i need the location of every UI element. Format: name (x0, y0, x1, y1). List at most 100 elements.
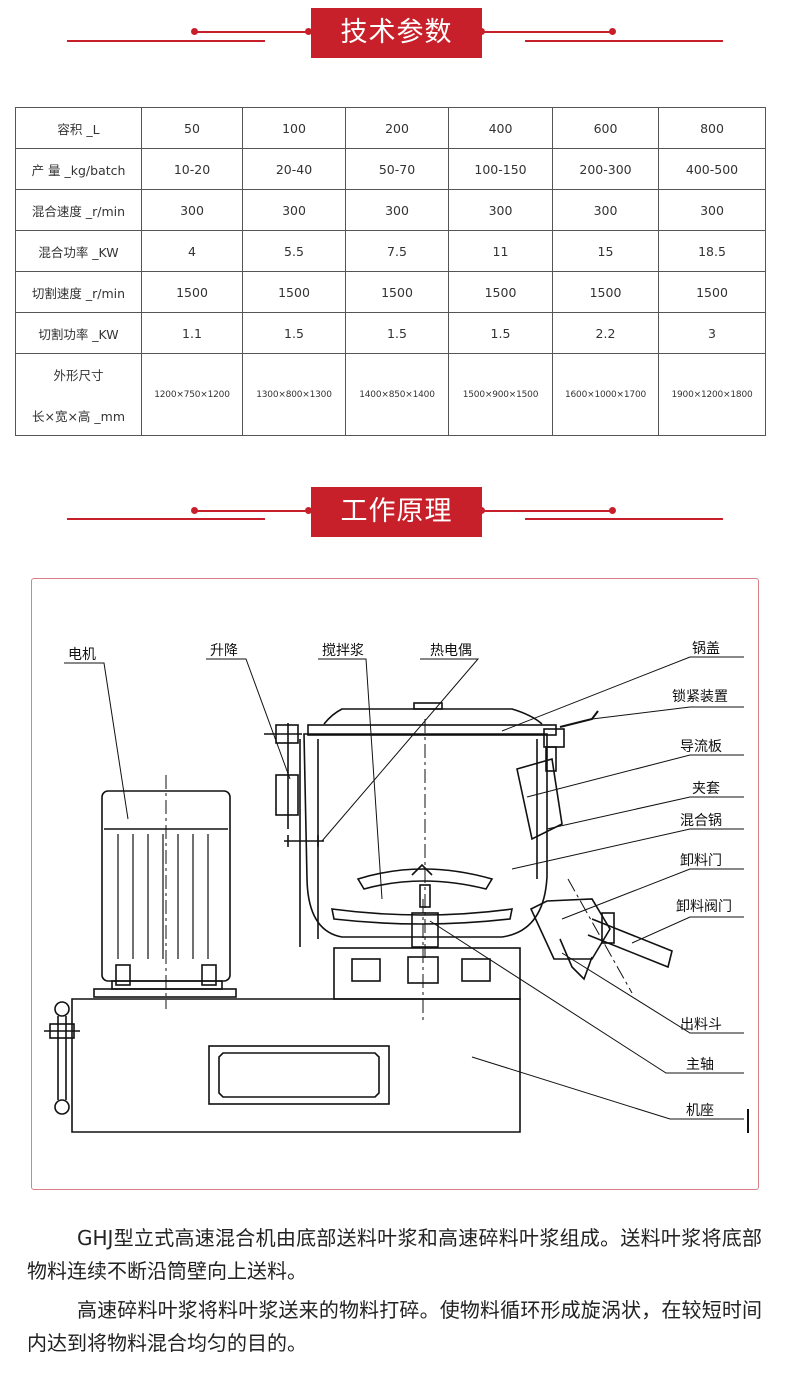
table-cell: 300 (242, 189, 346, 231)
row-label: 切割功率 _KW (15, 312, 142, 354)
table-row: 切割功率 _KW 1.1 1.5 1.5 1.5 2.2 3 (15, 312, 766, 354)
table-cell: 1500 (345, 271, 449, 313)
label-main-shaft: 主轴 (686, 1057, 714, 1073)
label-thermocouple: 热电偶 (430, 643, 472, 659)
table-cell: 300 (552, 189, 659, 231)
table-cell: 1500 (448, 271, 553, 313)
base-drawing (44, 998, 521, 1133)
table-row: 产 量 _kg/batch 10-20 20-40 50-70 100-150 … (15, 148, 766, 190)
table-cell: 600 (552, 107, 659, 149)
table-cell: 15 (552, 230, 659, 272)
table-cell: 50 (141, 107, 243, 149)
table-cell: 1500 (552, 271, 659, 313)
label-base: 机座 (686, 1103, 714, 1119)
table-row: 容积 _L 50 100 200 400 600 800 (15, 107, 766, 149)
table-row: 混合功率 _KW 4 5.5 7.5 11 15 18.5 (15, 230, 766, 272)
table-cell: 7.5 (345, 230, 449, 272)
table-cell: 3 (658, 312, 766, 354)
table-cell: 1.5 (345, 312, 449, 354)
table-cell: 300 (345, 189, 449, 231)
header-dot-right-inner (478, 28, 485, 35)
row-label: 切割速度 _r/min (15, 271, 142, 313)
mixer-drawing: 电机 升降 搅拌浆 热电偶 锅盖 锁紧装置 导流板 夹套 混合锅 卸料门 卸料阀… (44, 641, 749, 1133)
table-cell: 1600×1000×1700 (552, 353, 659, 436)
table-cell: 1400×850×1400 (345, 353, 449, 436)
description-paragraph-2: 高速碎料叶浆将料叶浆送来的物料打碎。使物料循环形成旋涡状，在较短时间内达到将物料… (27, 1298, 762, 1355)
table-cell: 20-40 (242, 148, 346, 190)
label-discharge-door: 卸料门 (680, 853, 722, 869)
header-dot-right (609, 28, 616, 35)
label-stir-paddle: 搅拌浆 (322, 643, 364, 659)
label-lock: 锁紧装置 (672, 689, 728, 705)
table-cell: 400-500 (658, 148, 766, 190)
row-label: 容积 _L (15, 107, 142, 149)
table-row: 混合速度 _r/min 300 300 300 300 300 300 (15, 189, 766, 231)
section-header-specs: 技术参数 (0, 8, 790, 58)
header-line-right (525, 40, 723, 42)
row-label-dimensions: 外形尺寸 长×宽×高 _mm (15, 353, 142, 436)
lift-drawing (264, 723, 324, 947)
label-mixing-pot: 混合锅 (680, 813, 722, 829)
table-cell: 1500 (242, 271, 346, 313)
label-deflector: 导流板 (680, 739, 722, 755)
table-cell: 4 (141, 230, 243, 272)
table-cell: 50-70 (345, 148, 449, 190)
table-cell: 1.5 (242, 312, 346, 354)
pedestal-drawing (333, 899, 521, 1024)
table-cell: 100 (242, 107, 346, 149)
table-cell: 10-20 (141, 148, 243, 190)
label-discharge-valve: 卸料阀门 (676, 899, 732, 915)
table-row: 切割速度 _r/min 1500 1500 1500 1500 1500 150… (15, 271, 766, 313)
header-line-right (525, 518, 723, 520)
mixer-diagram: 电机 升降 搅拌浆 热电偶 锅盖 锁紧装置 导流板 夹套 混合锅 卸料门 卸料阀… (31, 578, 759, 1190)
header-line-left-upper (193, 510, 311, 512)
row-label-line1: 外形尺寸 (53, 367, 104, 383)
row-label: 混合功率 _KW (15, 230, 142, 272)
header-dot-left (191, 28, 198, 35)
table-cell: 1500 (141, 271, 243, 313)
header-dot-right-inner (478, 507, 485, 514)
label-lid: 锅盖 (692, 641, 720, 657)
table-cell: 300 (658, 189, 766, 231)
section-title-principle: 工作原理 (311, 487, 482, 537)
header-dot-left (191, 507, 198, 514)
header-dot-left-inner (305, 507, 312, 514)
section-title-specs: 技术参数 (311, 8, 482, 58)
label-motor: 电机 (68, 647, 96, 663)
table-cell: 200 (345, 107, 449, 149)
table-cell: 400 (448, 107, 553, 149)
header-line-right-upper (482, 510, 612, 512)
label-lift: 升降 (210, 643, 238, 659)
table-cell: 100-150 (448, 148, 553, 190)
mixing-pot-drawing (303, 702, 673, 994)
table-cell: 1200×750×1200 (141, 353, 243, 436)
label-outlet-hopper: 出料斗 (680, 1017, 722, 1033)
table-cell: 18.5 (658, 230, 766, 272)
row-label: 产 量 _kg/batch (15, 148, 142, 190)
table-cell: 200-300 (552, 148, 659, 190)
row-label-line2: 长×宽×高 _mm (31, 408, 126, 424)
table-cell: 1500×900×1500 (448, 353, 553, 436)
table-cell: 1300×800×1300 (242, 353, 346, 436)
header-line-left (67, 40, 265, 42)
table-cell: 5.5 (242, 230, 346, 272)
table-cell: 1500 (658, 271, 766, 313)
spec-table: 容积 _L 50 100 200 400 600 800 产 量 _kg/bat… (15, 107, 766, 436)
header-line-left-upper (193, 31, 311, 33)
table-cell: 11 (448, 230, 553, 272)
table-cell: 300 (448, 189, 553, 231)
description-paragraph-1: GHJ型立式高速混合机由底部送料叶浆和高速碎料叶浆组成。送料叶浆将底部物料连续不… (27, 1226, 762, 1283)
table-cell: 1.5 (448, 312, 553, 354)
leader-lines (64, 656, 749, 1133)
table-cell: 1.1 (141, 312, 243, 354)
header-dot-left-inner (305, 28, 312, 35)
label-jacket: 夹套 (692, 781, 720, 797)
row-label: 混合速度 _r/min (15, 189, 142, 231)
table-cell: 800 (658, 107, 766, 149)
header-line-right-upper (482, 31, 612, 33)
table-cell: 2.2 (552, 312, 659, 354)
header-dot-right (609, 507, 616, 514)
motor-drawing (93, 775, 237, 1009)
header-line-left (67, 518, 265, 520)
table-cell: 300 (141, 189, 243, 231)
